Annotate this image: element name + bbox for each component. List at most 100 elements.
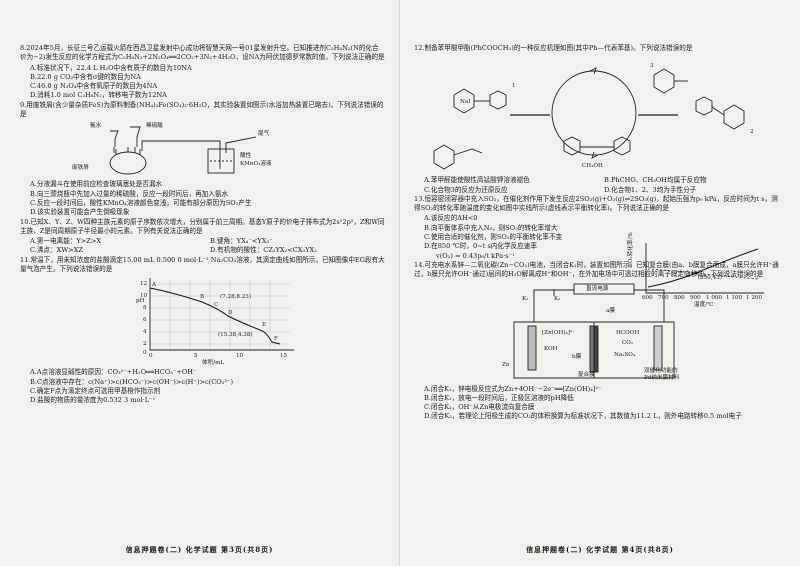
- question-13-option-b: B.向平衡体系中充入N₂，则SO₂的转化率增大: [424, 223, 558, 232]
- question-11-option-c: C.确定F点为滴定终点可选用甲基橙作指示剂: [30, 386, 161, 395]
- q11-point-c: C: [214, 302, 219, 309]
- q14-label-k1: K₁: [522, 295, 529, 302]
- question-14-option-c: C.闭合K₂，OH⁻从Zn电极流向复合膜: [424, 403, 535, 412]
- q13-xtick-800: 800: [674, 294, 685, 301]
- q12-label-nai: NaI: [460, 99, 471, 106]
- q13-conversion-chart: SO₂转化率/% (850,43) 600 700 800 900 1 000 …: [628, 232, 770, 308]
- question-13-stem: 13.恒容密闭容器中充入SO₂，在催化剂作用下发生反应2SO₂(g)+O₂(g)…: [414, 194, 778, 213]
- question-10-option-b: B.键角：YX₄⁻<YX₃⁻: [210, 237, 273, 246]
- question-8: 8.2024年5月，长征三号乙运载火箭在西昌卫星发射中心成功将智慧天网一号01星…: [20, 44, 385, 101]
- question-10-stem: 10.已知X、Y、Z、W四种主族元素的原子序数依次增大，分别属于前三周期。基态Y…: [20, 217, 385, 235]
- q14-label-k2: K₂: [554, 295, 561, 302]
- question-13-rate: v(O₂) = 0.43p₀/t kPa·s⁻¹: [436, 251, 515, 260]
- q13-ylabel: SO₂转化率/%: [628, 232, 634, 267]
- q14-label-catalyst-2: Pd纳米膜材料: [644, 374, 680, 381]
- q13-chart-axes: [645, 242, 764, 294]
- q9-label-ammonia: 氨水: [90, 123, 102, 130]
- q11-point-d: D: [228, 310, 233, 317]
- q9-apparatus-drawing: [109, 126, 257, 175]
- q11-ytick-6: 6: [143, 317, 147, 324]
- q14-label-b-membrane: b膜: [572, 353, 582, 360]
- q11-point-e: E: [262, 322, 267, 329]
- question-8-option-d: D.消耗1.0 mol C₂H₈N₂，转移电子数为12NA: [30, 91, 167, 100]
- q12-mechanism-figure: NaI 1 3 2 CH₃OH: [414, 55, 774, 173]
- question-13: 13.恒容密闭容器中充入SO₂，在催化剂作用下发生反应2SO₂(g)+O₂(g)…: [414, 194, 784, 308]
- q9-label-kmno4: KMnO₄溶液: [240, 161, 272, 168]
- question-12-option-c: C.化合物3的反应为还原反应: [424, 185, 508, 194]
- question-8-stem: 8.2024年5月，长征三号乙运载火箭在西昌卫星发射中心成功将智慧天网一号01星…: [20, 44, 385, 62]
- q11-ytick-0: 0: [143, 350, 147, 357]
- question-12-option-b: B.PhCHO、CH₃OH均属于反应物: [604, 176, 707, 185]
- q13-xtick-900: 900: [690, 294, 701, 301]
- question-14-option-a: A.闭合K₁，锌电极反应式为Zn+4OH⁻−2e⁻══[Zn(OH)₄]²⁻: [424, 384, 602, 393]
- question-14-stem: 14.可充电水系锌—二氧化碳(Zn−CO₂)电池，当闭合K₁时，装置如图所示。已…: [414, 260, 779, 279]
- q13-xtick-1000: 1 000: [706, 294, 723, 301]
- q14-label-na2so4: Na₂SO₄: [614, 351, 636, 358]
- question-9-option-b: B.向三颈烧瓶中先加入过量的稀硫酸，反应一段时间后，再加入氨水: [30, 189, 229, 198]
- q14-label-a-membrane: a膜: [606, 307, 615, 314]
- q13-xtick-700: 700: [658, 294, 669, 301]
- question-11-option-d: D.盐酸的物质的量浓度为0.532 3 mol·L⁻¹: [30, 396, 156, 405]
- question-11-option-b: B.C点溶液中存在：c(Na⁺)>c(HCO₃⁻)>c(OH⁻)>c(H⁺)>c…: [30, 377, 234, 386]
- q12-label-compound-2: 2: [750, 129, 754, 136]
- q11-xtick-15: 15: [280, 353, 288, 360]
- left-page: 8.2024年5月，长征三号乙运载火箭在西昌卫星发射中心成功将智慧天网一号01星…: [20, 0, 400, 566]
- q11-xtick-10: 10: [236, 353, 244, 360]
- question-12-option-d: D.化合物1、2、3均为手性分子: [604, 185, 697, 194]
- q9-label-tail-gas: 尾气: [258, 131, 270, 138]
- q11-ytick-12: 12: [140, 281, 148, 288]
- q13-xlabel: 温度/℃: [694, 301, 714, 308]
- q14-label-hcooh: HCOOH: [616, 329, 640, 336]
- question-9-option-c: C.反应一段时间后，酸性KMnO₄溶液颜色变浅，可能有部分原因为SO₂产生: [30, 198, 252, 207]
- q13-xtick-1200: 1 200: [746, 294, 763, 301]
- question-12-option-a: A.苯甲醛能使酸性高锰酸钾溶液褪色: [424, 176, 530, 185]
- question-8-option-a: A.标准状况下，22.4 L H₂O中含有质子的数目为10NA: [30, 63, 192, 72]
- q12-label-compound-3: 3: [650, 63, 654, 70]
- q14-label-co2: CO₂: [622, 339, 634, 346]
- q9-label-acid: 稀硫酸: [146, 123, 163, 130]
- question-14-option-b: B.闭合K₁，放电一段时间后，正极区溶液的pH降低: [424, 393, 574, 402]
- question-14: 14.可充电水系锌—二氧化碳(Zn−CO₂)电池，当闭合K₁时，装置如图所示。已…: [414, 261, 784, 422]
- question-10-option-d: D.有机物的酸性：CZ₃YX₂<CX₃YX₂: [210, 246, 317, 255]
- q11-xtick-5: 5: [194, 353, 198, 360]
- q14-label-zn: Zn: [502, 361, 510, 368]
- question-12-stem: 12.制备苯甲酸甲酯(PhCOOCH₃)的一种反应机理如图(其中Ph—代表苯基)…: [414, 44, 693, 52]
- q11-xtick-0: 0: [149, 353, 153, 360]
- question-9-option-d: D.该实验装置可能会产生倒吸现象: [30, 208, 130, 217]
- q12-label-ch3oh: CH₃OH: [582, 163, 603, 170]
- q11-point-f: F: [274, 336, 278, 343]
- question-11-option-a: A.A点溶液显碱性的原因：CO₃²⁻+H₂O══HCO₃⁻+OH⁻: [30, 368, 197, 377]
- question-9-option-a: A.分液漏斗在使用前应检查玻璃塞处是否漏水: [30, 180, 163, 189]
- question-10-option-a: A.第一电离能：Y>Z>X: [30, 237, 102, 246]
- q13-annot: (850,43): [698, 274, 722, 281]
- q11-titration-chart: pH 12 10 8 6 4 2 0 0 5 10 15 体积/mL A B C…: [130, 276, 310, 366]
- q11-titration-curve: [149, 287, 281, 345]
- q11-ytick-2: 2: [143, 341, 147, 348]
- question-14-option-d: D.闭合K₂，若理论上阳极生成的CO₂的体积换算为标准状况下，其数值为11.2 …: [424, 412, 742, 421]
- q11-point-a: A: [152, 282, 157, 289]
- question-9: 9.用废铁屑(含少量杂质FeS)为原料制备(NH₄)₂Fe(SO₄)₂·6H₂O…: [20, 101, 385, 218]
- q14-battery-figure: 直流电源 K₁ K₂ a膜 b膜 [Zn(OH)₄]²⁻ KOH HCOOH C…: [494, 282, 694, 382]
- question-11: 11.常温下，用未知浓度的盐酸滴定15.00 mL 0.500 0 mol·L⁻…: [20, 256, 385, 406]
- question-11-stem: 11.常温下，用未知浓度的盐酸滴定15.00 mL 0.500 0 mol·L⁻…: [20, 255, 385, 274]
- q9-apparatus-figure: 氨水 稀硫酸 尾气 废铁屑 酸性 KMnO₄溶液: [50, 121, 290, 177]
- question-10: 10.已知X、Y、Z、W四种主族元素的原子序数依次增大，分别属于前三周期。基态Y…: [20, 218, 385, 256]
- q11-annot-2: (15.38,4.38): [218, 332, 253, 339]
- q12-label-compound-1: 1: [512, 83, 516, 90]
- q11-annot-1: (7.28,8.23): [220, 294, 252, 301]
- q13-xtick-1100: 1 100: [726, 294, 743, 301]
- q14-battery-drawing: [513, 283, 675, 379]
- q14-label-koh: KOH: [544, 345, 558, 352]
- right-page-footer: 信息押题卷(二) 化学试题 第4页(共8页): [526, 545, 674, 554]
- q11-chart-axes: [149, 278, 294, 351]
- q11-ytick-4: 4: [143, 329, 147, 336]
- q12-mechanism-drawing: [433, 67, 745, 170]
- question-8-option-c: C.46.0 g N₂O₄中含有氧原子的数目为4NA: [30, 82, 158, 91]
- q11-point-b: B: [200, 294, 205, 301]
- left-page-footer: 信息押题卷(二) 化学试题 第3页(共8页): [125, 545, 274, 554]
- right-page: 12.制备苯甲酸甲酯(PhCOOCH₃)的一种反应机理如图(其中Ph—代表苯基)…: [400, 0, 800, 566]
- question-13-option-a: A.该反应的ΔH<0: [424, 214, 478, 223]
- q14-label-zincate: [Zn(OH)₄]²⁻: [542, 329, 576, 336]
- q11-xlabel: 体积/mL: [202, 360, 225, 367]
- question-12: 12.制备苯甲酸甲酯(PhCOOCH₃)的一种反应机理如图(其中Ph—代表苯基)…: [414, 44, 784, 195]
